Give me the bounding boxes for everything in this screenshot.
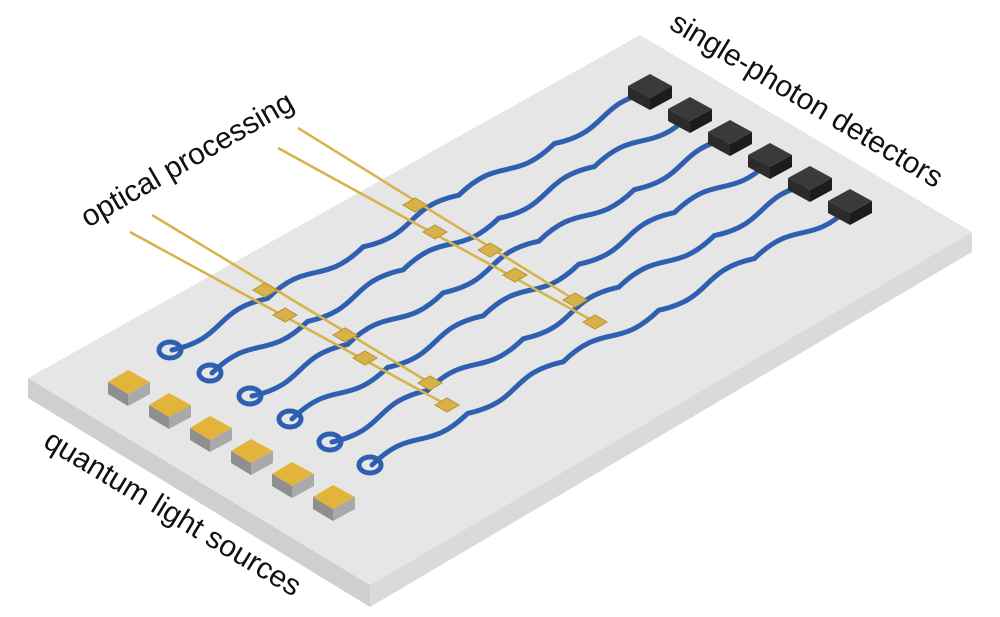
waveguide [249,135,733,399]
electrode-line [151,213,431,385]
single-photon-detectors [628,74,872,225]
phase-shifter-pad [252,282,278,298]
source-pad [190,416,232,440]
source-pad-side [108,382,128,406]
detector-side [770,155,792,179]
source-pad-side [231,451,251,475]
detector-side [828,201,850,225]
source-pad-side [313,497,333,521]
detector-side [850,201,872,225]
phase-shifter-pad [417,375,443,391]
phase-shifter-pad [562,292,588,308]
source-pad-side [128,382,150,406]
source-pad [149,393,191,417]
source-pad-side [272,474,292,498]
phase-shifter-pad [272,307,298,323]
phase-shifter-pad [582,314,608,330]
detector-side [650,86,672,110]
source-pad-side [210,428,232,452]
phase-shifter-pad [402,197,428,213]
detector-side [810,178,832,202]
phase-shifter-pad [332,327,358,343]
phase-shifter-pad [422,224,448,240]
source-pad [272,462,314,486]
waveguide [329,181,813,445]
source-pad-side [292,474,314,498]
source-pad-side [169,405,191,429]
ring-resonator [156,339,184,361]
detector-side [708,132,730,156]
chip-side-front [370,232,972,607]
source-pad-side [333,497,355,521]
source-pad-side [190,428,210,452]
chip-side-left [28,378,370,607]
ring-resonator [196,362,224,384]
electrodes [129,126,608,413]
detector-side [628,86,650,110]
ring-resonator [316,431,344,453]
source-pad [313,485,355,509]
detector-side [788,178,810,202]
source-pad-side [251,451,273,475]
ring-resonator [236,385,264,407]
phase-shifter-pad [352,350,378,366]
detector-side [730,132,752,156]
phase-shifter-pad [477,242,503,258]
source-pad [108,370,150,394]
quantum-light-sources [108,339,384,521]
waveguide [289,158,773,422]
label-optical-processing: optical processing [75,85,299,234]
ring-resonator [356,454,384,476]
source-pad-side [149,405,169,429]
phase-shifter-pad [502,267,528,283]
detector-side [748,155,770,179]
detector-side [690,109,712,133]
phase-shifter-pad [434,397,460,413]
detector-side [668,109,690,133]
waveguide [369,204,853,468]
electrode-line [297,126,576,302]
ring-resonator [276,408,304,430]
source-pad [231,439,273,463]
